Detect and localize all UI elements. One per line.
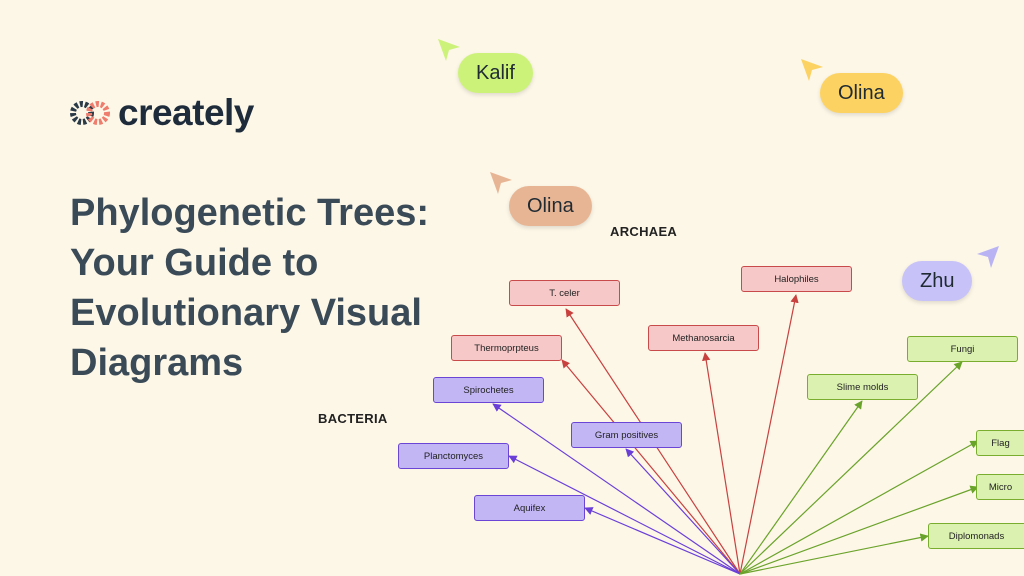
node-diplomonads[interactable]: Diplomonads (928, 523, 1024, 549)
node-fungi[interactable]: Fungi (907, 336, 1018, 362)
node-flagellates[interactable]: Flag (976, 430, 1024, 456)
title-line: Evolutionary Visual (70, 292, 422, 334)
node-slime-molds[interactable]: Slime molds (807, 374, 918, 400)
edge-spirochetes (492, 403, 741, 575)
edge-fungi (739, 361, 963, 575)
cursor-pointer-icon (438, 39, 460, 61)
node-planctomyces[interactable]: Planctomyces (398, 443, 509, 469)
cursor-pointer-icon (801, 59, 823, 81)
page-title: Phylogenetic Trees: Your Guide to Evolut… (70, 188, 490, 388)
creately-logo[interactable]: creately (70, 92, 254, 134)
edge-methanosarcia (702, 352, 741, 575)
edge-flagellates (739, 440, 979, 575)
collaborator-tag: Kalif (458, 53, 533, 93)
edge-thermoproteus (561, 359, 741, 575)
brand-name: creately (118, 92, 254, 133)
node-methanosarcia[interactable]: Methanosarcia (648, 325, 759, 351)
bacteria-label: BACTERIA (318, 411, 388, 426)
collaborator-tag: Zhu (902, 261, 973, 301)
archaea-label: ARCHAEA (610, 224, 678, 239)
cursor-pointer-icon (490, 172, 512, 194)
node-halophiles[interactable]: Halophiles (741, 266, 852, 292)
title-line: Diagrams (70, 342, 244, 384)
node-spirochetes[interactable]: Spirochetes (433, 377, 544, 403)
edge-gram-positives (625, 448, 741, 575)
node-microsporidia[interactable]: Micro (976, 474, 1024, 500)
collaborator-tag: Olina (509, 186, 592, 226)
title-line: Phylogenetic Trees: (70, 192, 430, 234)
collaborator-tag: Olina (820, 73, 903, 113)
node-aquifex[interactable]: Aquifex (474, 495, 585, 521)
cursor-pointer-icon (977, 246, 999, 268)
edge-aquifex (584, 507, 741, 575)
node-t-celer[interactable]: T. celer (509, 280, 620, 306)
node-gram-positives[interactable]: Gram positives (571, 422, 682, 448)
node-thermoproteus[interactable]: Thermoprpteus (451, 335, 562, 361)
title-line: Your Guide to (70, 242, 319, 284)
edge-halophiles (739, 294, 799, 575)
edge-slime-molds (739, 400, 863, 575)
edge-planctomyces (508, 455, 741, 575)
creately-logo-icon (70, 101, 110, 125)
edge-diplomonads (739, 533, 929, 575)
edge-microsporidia (739, 485, 979, 575)
